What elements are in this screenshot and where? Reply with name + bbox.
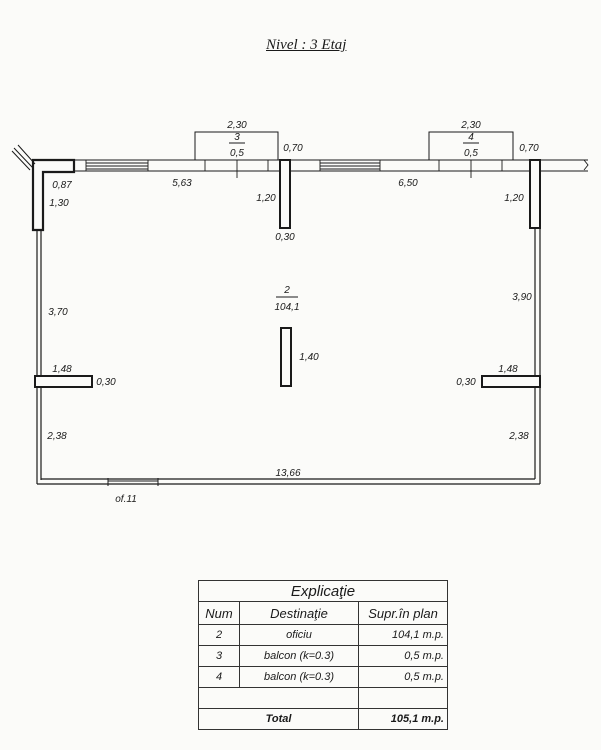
col-area: Supr.în plan (358, 601, 448, 625)
dim-left-upper: 3,70 (48, 307, 68, 318)
break-mark (11, 144, 36, 171)
total-value: 105,1 m.p. (358, 708, 448, 730)
door-label: of.11 (115, 494, 137, 505)
row-num: 3 (198, 645, 240, 667)
balcony-4 (428, 131, 514, 160)
total-label: Total (198, 708, 359, 730)
pillar-left (279, 159, 291, 229)
row-destination: oficiu (239, 624, 359, 646)
dim-right-upper: 3,90 (512, 292, 532, 303)
col-num: Num (198, 601, 240, 625)
pillar-right (529, 159, 541, 229)
windows (85, 159, 589, 178)
dim-right-stub-length: 1,48 (498, 364, 518, 375)
balcony-3 (194, 131, 279, 160)
dim-pillar-right-length: 1,20 (504, 193, 524, 204)
dim-top-right: 6,50 (398, 178, 418, 189)
corner-wall (31, 158, 76, 232)
dim-right-stub-thickness: 0,30 (456, 377, 476, 388)
dim-left-lower: 2,38 (46, 431, 67, 442)
dim-pillar-left-width: 0,70 (283, 143, 303, 154)
total-row: Total 105,1 m.p. (198, 708, 448, 730)
floor-plan: 2,30 3 0,5 2,30 4 0,5 0,87 1,30 5,63 6,5… (11, 120, 589, 505)
dim-bottom: 13,66 (275, 468, 300, 479)
table-row: 2 oficiu 104,1 m.p. (198, 624, 448, 646)
table-title: Explicaţie (198, 580, 448, 602)
balcony-4-number: 4 (468, 132, 474, 143)
row-area: 0,5 m.p. (358, 666, 448, 688)
empty-row (198, 687, 448, 709)
dim-pillar-left-thickness: 0,30 (275, 232, 295, 243)
row-destination: balcon (k=0.3) (239, 666, 359, 688)
page-title: Nivel : 3 Etaj (266, 37, 347, 53)
row-area: 0,5 m.p. (358, 645, 448, 667)
dim-balcony-4-width: 2,30 (460, 120, 481, 131)
dim-right-lower: 2,38 (508, 431, 529, 442)
dim-corner-width: 0,87 (52, 180, 72, 191)
door (107, 478, 159, 486)
dim-pillar-right-width: 0,70 (519, 143, 539, 154)
dim-top-left: 5,63 (172, 178, 192, 189)
exterior-walls (36, 159, 588, 485)
stub-right (481, 375, 541, 388)
table-row: 4 balcon (k=0.3) 0,5 m.p. (198, 666, 448, 688)
dim-center-pillar: 1,40 (299, 352, 319, 363)
dim-corner-length: 1,30 (49, 198, 69, 209)
legend-table: Explicaţie Num Destinaţie Supr.în plan 2… (198, 580, 448, 730)
pillar-center (280, 327, 292, 387)
room-area: 104,1 (274, 302, 299, 313)
balcony-3-number: 3 (234, 132, 240, 143)
row-num: 4 (198, 666, 240, 688)
balcony-3-area: 0,5 (230, 148, 244, 159)
dim-pillar-left-length: 1,20 (256, 193, 276, 204)
stub-left (34, 375, 93, 388)
balcony-4-area: 0,5 (464, 148, 478, 159)
dim-left-stub-thickness: 0,30 (96, 377, 116, 388)
dim-balcony-3-width: 2,30 (226, 120, 247, 131)
room-number: 2 (283, 285, 290, 296)
row-destination: balcon (k=0.3) (239, 645, 359, 667)
row-area: 104,1 m.p. (358, 624, 448, 646)
dim-left-stub-length: 1,48 (52, 364, 72, 375)
col-destination: Destinaţie (239, 601, 359, 625)
row-num: 2 (198, 624, 240, 646)
table-row: 3 balcon (k=0.3) 0,5 m.p. (198, 645, 448, 667)
